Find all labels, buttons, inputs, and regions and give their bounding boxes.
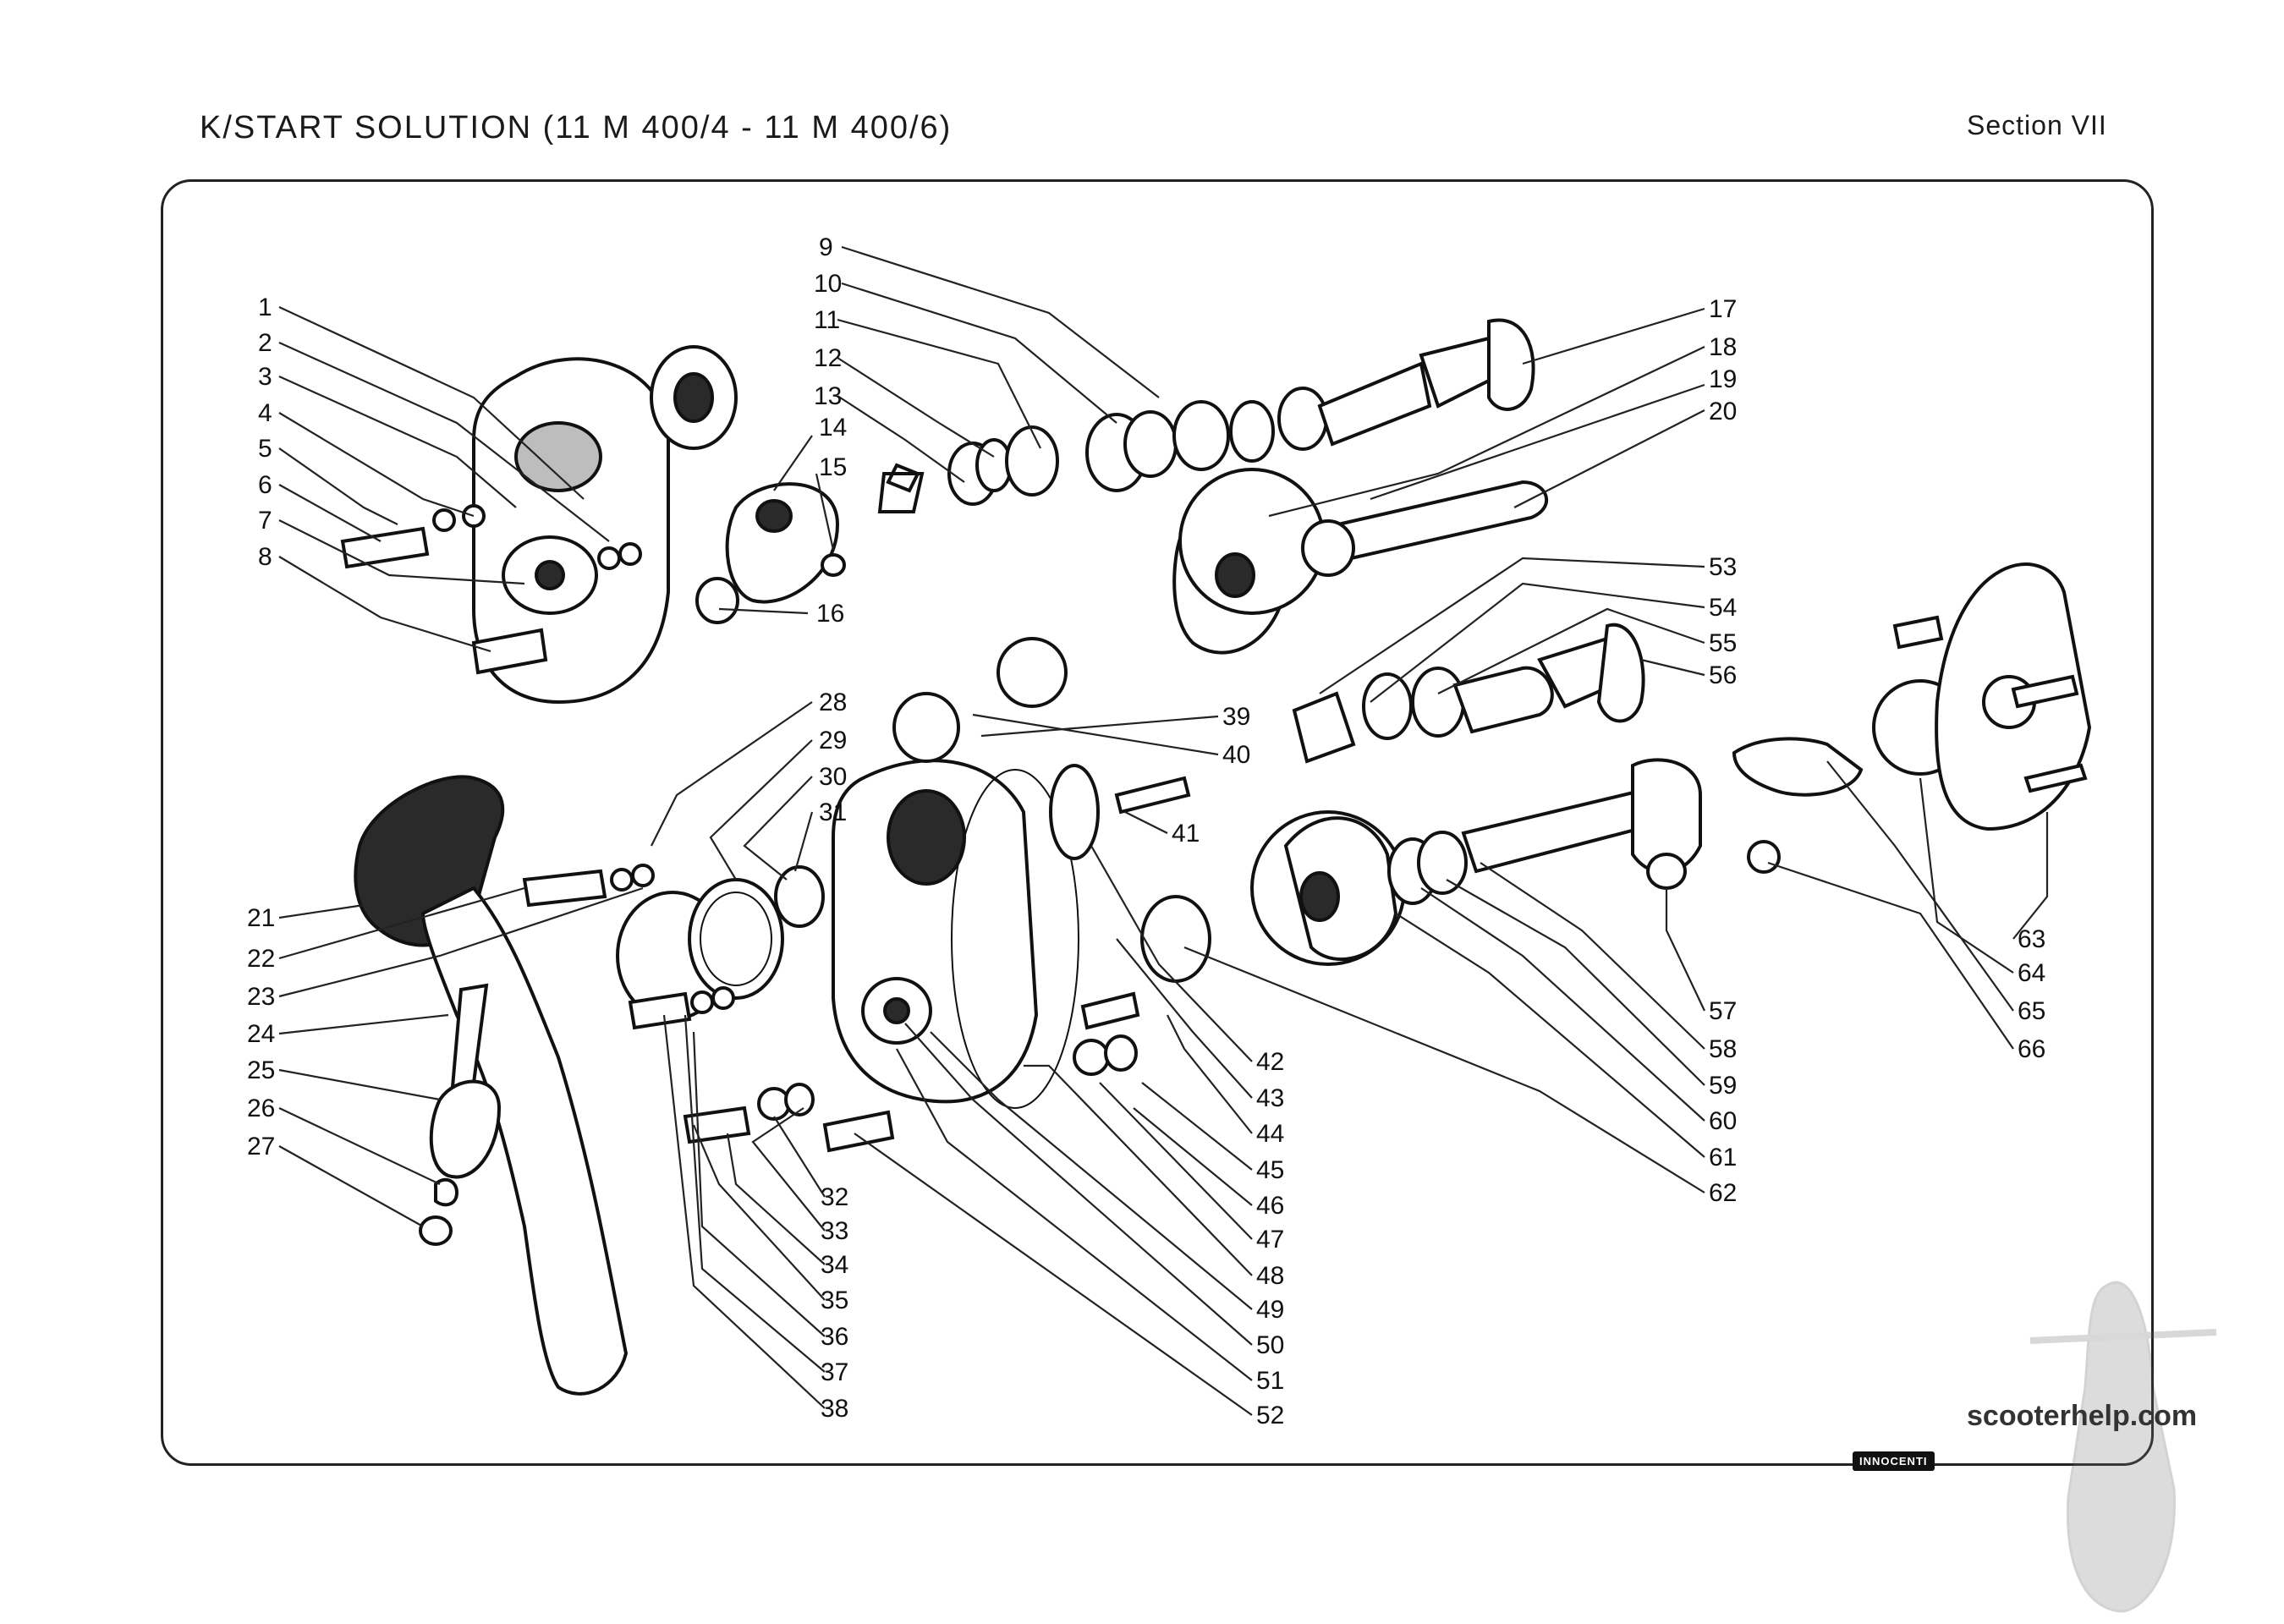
upper-gear-shaft: [877, 318, 1549, 655]
leader-lines: [278, 245, 2049, 1416]
label-18: 18: [1709, 333, 1737, 361]
label-11: 11: [814, 306, 840, 334]
label-14: 14: [819, 414, 847, 442]
label-51: 51: [1256, 1367, 1284, 1395]
label-46: 46: [1256, 1192, 1284, 1220]
label-37: 37: [821, 1358, 848, 1386]
label-40: 40: [1222, 741, 1250, 769]
label-49: 49: [1256, 1296, 1284, 1324]
label-52: 52: [1256, 1402, 1284, 1429]
label-38: 38: [821, 1395, 848, 1423]
label-61: 61: [1709, 1144, 1737, 1171]
label-3: 3: [258, 363, 272, 391]
section-label: Section VII: [1967, 110, 2107, 140]
label-4: 4: [258, 399, 272, 427]
label-8: 8: [258, 543, 272, 571]
label-21: 21: [247, 904, 275, 932]
label-7: 7: [258, 507, 272, 535]
label-36: 36: [821, 1323, 848, 1351]
label-53: 53: [1709, 553, 1737, 581]
label-42: 42: [1256, 1048, 1284, 1076]
label-10: 10: [814, 270, 842, 298]
label-66: 66: [2018, 1035, 2045, 1063]
label-54: 54: [1709, 594, 1737, 622]
label-44: 44: [1256, 1120, 1284, 1148]
label-63: 63: [2018, 925, 2045, 953]
label-27: 27: [247, 1133, 275, 1160]
part-number-labels: 1 2 3 4 5 6 7 8 9 10 11 12 13 14 15 16 1…: [247, 233, 2045, 1429]
label-55: 55: [1709, 629, 1737, 657]
label-64: 64: [2018, 959, 2045, 987]
label-41: 41: [1172, 820, 1200, 848]
label-9: 9: [819, 233, 833, 261]
label-31: 31: [819, 798, 847, 826]
label-33: 33: [821, 1217, 848, 1245]
label-22: 22: [247, 945, 275, 973]
upper-cover-assembly: [340, 345, 738, 705]
label-60: 60: [1709, 1107, 1737, 1135]
label-29: 29: [819, 727, 847, 754]
watermark-text: scooterhelp.com: [1967, 1400, 2198, 1432]
label-1: 1: [258, 294, 272, 321]
label-2: 2: [258, 329, 272, 357]
label-19: 19: [1709, 365, 1737, 393]
label-28: 28: [819, 689, 847, 716]
label-45: 45: [1256, 1156, 1284, 1184]
central-cover-assembly: [616, 637, 1211, 1153]
label-24: 24: [247, 1020, 275, 1048]
label-16: 16: [816, 600, 844, 628]
label-48: 48: [1256, 1262, 1284, 1290]
page-title: K/START SOLUTION (11 M 400/4 - 11 M 400/…: [200, 110, 953, 145]
label-59: 59: [1709, 1072, 1737, 1100]
label-25: 25: [247, 1056, 275, 1084]
lever-bracket: [695, 482, 846, 624]
label-15: 15: [819, 453, 847, 481]
label-17: 17: [1709, 295, 1737, 323]
label-62: 62: [1709, 1179, 1737, 1207]
label-56: 56: [1709, 661, 1737, 689]
label-50: 50: [1256, 1331, 1284, 1359]
label-65: 65: [2018, 997, 2045, 1025]
label-30: 30: [819, 763, 847, 791]
label-13: 13: [814, 382, 842, 410]
label-23: 23: [247, 983, 275, 1011]
label-32: 32: [821, 1183, 848, 1211]
diagram-frame: [161, 179, 2154, 1466]
brand-logo: INNOCENTI: [1853, 1451, 1935, 1471]
label-43: 43: [1256, 1084, 1284, 1112]
label-20: 20: [1709, 398, 1737, 425]
label-6: 6: [258, 471, 272, 499]
label-47: 47: [1256, 1226, 1284, 1254]
label-12: 12: [814, 344, 842, 372]
label-34: 34: [821, 1251, 848, 1279]
label-57: 57: [1709, 997, 1737, 1025]
label-26: 26: [247, 1095, 275, 1122]
label-58: 58: [1709, 1035, 1737, 1063]
lower-gear-shaft: [1250, 562, 2092, 966]
label-5: 5: [258, 435, 272, 463]
scooter-watermark-icon: [2029, 1281, 2217, 1613]
label-39: 39: [1222, 703, 1250, 731]
kick-pedal: [354, 775, 655, 1396]
label-35: 35: [821, 1287, 848, 1314]
